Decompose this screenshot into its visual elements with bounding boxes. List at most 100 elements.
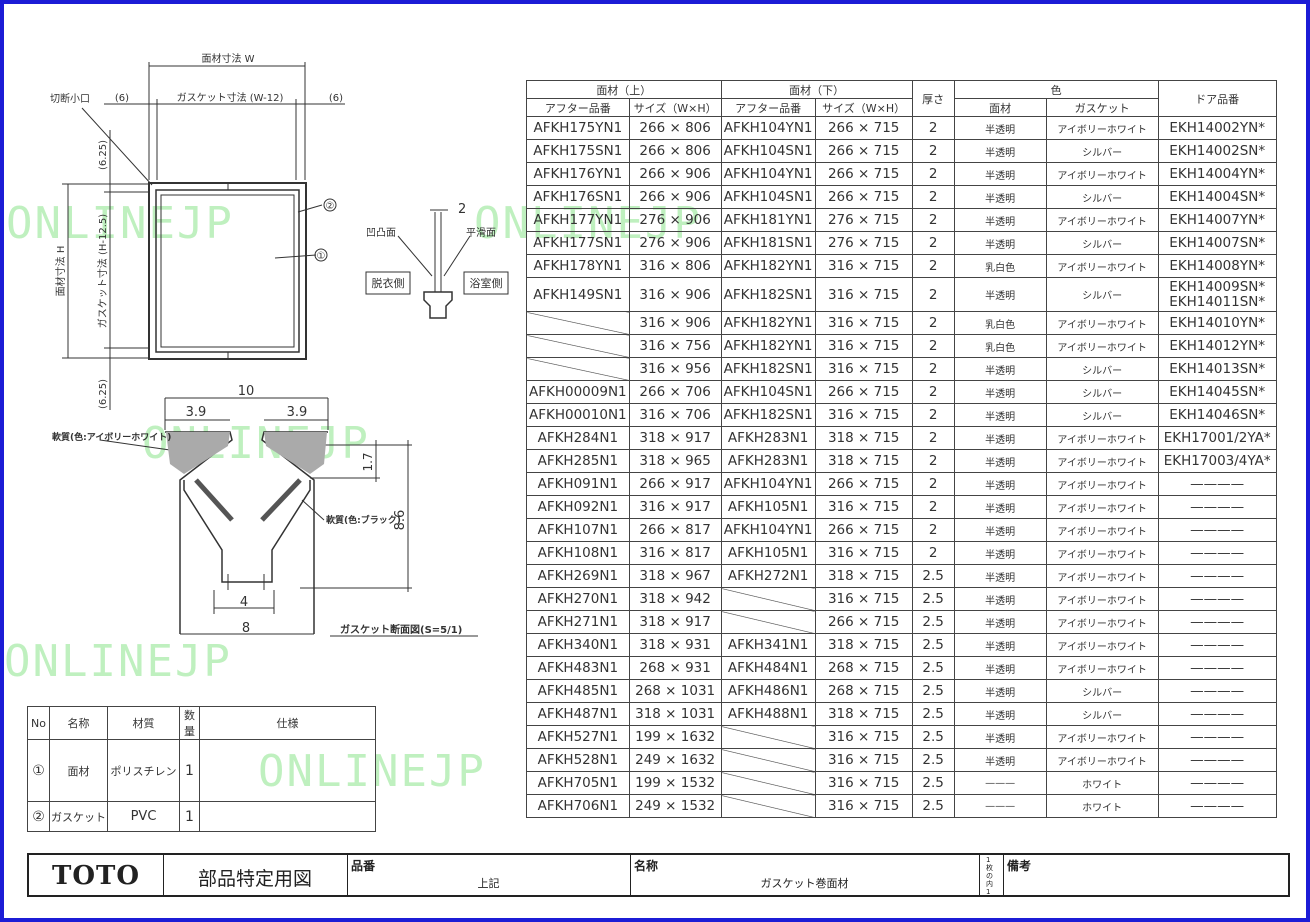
thickness: 2 (911, 541, 955, 565)
upper-size: 276 × 906 (628, 231, 722, 255)
gasket-color: アイボリーホワイト (1045, 541, 1159, 565)
header-door-no: ドア品番 (1157, 80, 1277, 117)
gasket-color: アイボリーホワイト (1045, 311, 1159, 335)
door-no: EKH14004SN* (1157, 185, 1277, 209)
lower-size: 276 × 715 (814, 208, 913, 232)
gasket-color: アイボリーホワイト (1045, 564, 1159, 588)
door-no: ———— (1157, 725, 1277, 749)
thickness: 2 (911, 162, 955, 186)
parts-table: 面材（上） 面材（下） 厚さ 色 ドア品番 アフター品番 サイズ（W×H） アフ… (526, 80, 1277, 818)
door-no: EKH14007YN* (1157, 208, 1277, 232)
gasket-color: アイボリーホワイト (1045, 518, 1159, 542)
door-no: ———— (1157, 656, 1277, 680)
thickness: 2 (911, 472, 955, 496)
door-no: EKH14004YN* (1157, 162, 1277, 186)
spec-row-name: ガスケット (49, 801, 108, 832)
upper-size: 318 × 967 (628, 564, 722, 588)
door-no: EKH14045SN* (1157, 380, 1277, 404)
upper-size: 316 × 906 (628, 311, 722, 335)
doc-title-cell: 部品特定用図 (163, 855, 348, 895)
upper-size: 318 × 931 (628, 633, 722, 657)
upper-size: 318 × 917 (628, 426, 722, 450)
lower-after-no: AFKH104YN1 (720, 162, 816, 186)
thickness: 2 (911, 116, 955, 140)
lower-after-no: AFKH104SN1 (720, 185, 816, 209)
lower-after-no (720, 794, 816, 818)
thickness: 2.5 (911, 748, 955, 772)
lower-size: 316 × 715 (814, 277, 913, 312)
upper-after-no: AFKH177YN1 (526, 208, 630, 232)
door-no: EKH17001/2YA* (1157, 426, 1277, 450)
upper-size: 266 × 906 (628, 185, 722, 209)
upper-size: 249 × 1632 (628, 748, 722, 772)
header-color: 色 (953, 80, 1159, 99)
door-no: EKH14008YN* (1157, 254, 1277, 278)
door-no: ———— (1157, 564, 1277, 588)
upper-after-no: AFKH706N1 (526, 794, 630, 818)
panel-color: 半透明 (953, 277, 1047, 312)
lower-size: 316 × 715 (814, 403, 913, 427)
lower-size: 318 × 715 (814, 426, 913, 450)
lower-size: 268 × 715 (814, 679, 913, 703)
name-cell: 名称 ガスケット巻面材 (630, 855, 980, 895)
gasket-color: シルバー (1045, 139, 1159, 163)
thickness: 2.5 (911, 771, 955, 795)
gasket-color: アイボリーホワイト (1045, 426, 1159, 450)
lower-size: 316 × 715 (814, 495, 913, 519)
panel-color: 半透明 (953, 656, 1047, 680)
door-no: ———— (1157, 633, 1277, 657)
thickness: 2 (911, 311, 955, 335)
dim-gasket-1-7: 1.7 (361, 452, 375, 471)
header-color-panel: 面材 (953, 98, 1047, 117)
gasket-color: シルバー (1045, 380, 1159, 404)
lower-after-no (720, 587, 816, 611)
spec-row-qty: 1 (179, 739, 200, 802)
door-no: ———— (1157, 472, 1277, 496)
upper-after-no: AFKH092N1 (526, 495, 630, 519)
thickness: 2.5 (911, 725, 955, 749)
upper-after-no: AFKH178YN1 (526, 254, 630, 278)
part-no-label: 品番 (351, 859, 376, 873)
thickness: 2.5 (911, 610, 955, 634)
remarks-cell: 備考 (1003, 855, 1288, 895)
upper-after-no: AFKH175YN1 (526, 116, 630, 140)
door-no: EKH14013SN* (1157, 357, 1277, 381)
title-block: TOTO 部品特定用図 品番 上記 名称 ガスケット巻面材 1枚の内1 備考 (27, 853, 1290, 897)
gasket-color: アイボリーホワイト (1045, 334, 1159, 358)
thickness: 2.5 (911, 564, 955, 588)
lower-size: 316 × 715 (814, 794, 913, 818)
gasket-color: シルバー (1045, 231, 1159, 255)
thickness: 2 (911, 449, 955, 473)
lower-after-no: AFKH182SN1 (720, 357, 816, 381)
upper-after-no: AFKH271N1 (526, 610, 630, 634)
lower-size: 266 × 715 (814, 185, 913, 209)
callout-2: ② (326, 201, 335, 212)
panel-color: 半透明 (953, 162, 1047, 186)
lower-after-no: AFKH484N1 (720, 656, 816, 680)
gasket-color: アイボリーホワイト (1045, 725, 1159, 749)
upper-after-no: AFKH284N1 (526, 426, 630, 450)
lower-after-no: AFKH182YN1 (720, 334, 816, 358)
toto-logo: TOTO (52, 861, 140, 891)
dim-gasket-3-9-left: 3.9 (186, 405, 207, 420)
sheet-cell: 1枚の内1 (979, 855, 1004, 896)
header-after-no-upper: アフター品番 (526, 98, 630, 117)
upper-size: 316 × 956 (628, 357, 722, 381)
header-upper-panel: 面材（上） (526, 80, 722, 99)
gasket-color: アイボリーホワイト (1045, 472, 1159, 496)
header-after-no-lower: アフター品番 (720, 98, 816, 117)
lower-after-no: AFKH486N1 (720, 679, 816, 703)
thickness: 2 (911, 277, 955, 312)
dim-six-right: (6) (329, 93, 343, 104)
